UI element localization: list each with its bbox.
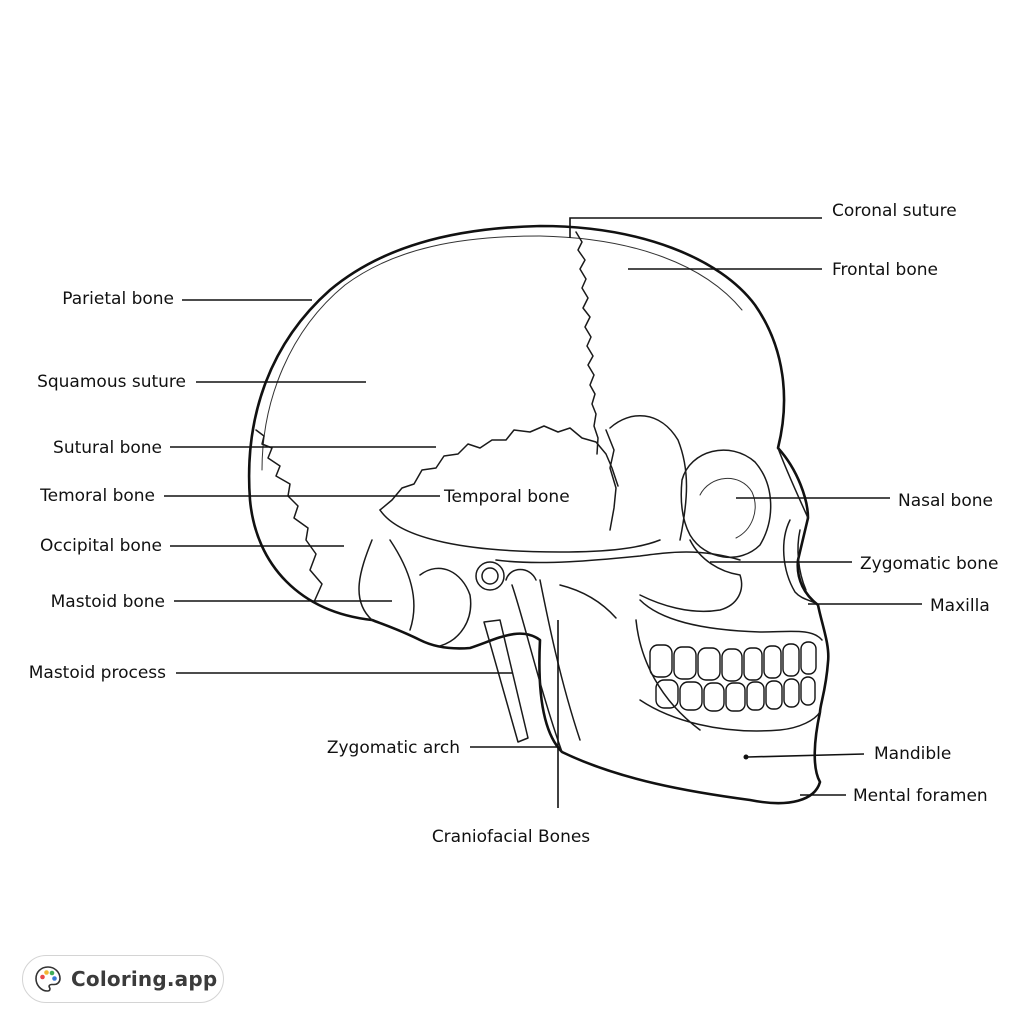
coronal-suture-line	[575, 231, 599, 455]
mandible-condyle	[505, 568, 617, 619]
upper-tooth	[782, 643, 800, 677]
cranium-inner-rim	[261, 235, 743, 471]
skull-illustration	[247, 224, 830, 805]
lower-tooth	[783, 678, 800, 708]
mandible-ramus	[511, 579, 581, 753]
ear-canal-inner	[481, 567, 499, 585]
leader-mandible	[747, 753, 865, 758]
label-maxilla: Maxilla	[930, 596, 990, 616]
label-parietal-bone: Parietal bone	[62, 289, 174, 309]
orbit-outline	[680, 449, 772, 559]
label-zygomatic-bone: Zygomatic bone	[860, 554, 998, 574]
upper-tooth	[649, 644, 673, 678]
lower-teeth	[655, 676, 816, 712]
label-mastoid-bone: Mastoid bone	[51, 592, 165, 612]
upper-teeth	[649, 641, 817, 682]
lower-tooth	[725, 682, 746, 712]
label-temoral-bone: Temoral bone	[39, 486, 155, 506]
sphenoid-region	[605, 415, 688, 541]
cranium-outline	[247, 224, 830, 805]
label-mastoid-process: Mastoid process	[29, 663, 166, 683]
upper-tooth	[763, 645, 782, 679]
ear-canal-outer	[475, 561, 505, 591]
lower-tooth	[703, 682, 725, 712]
brand-name: Coloring.app	[71, 967, 218, 991]
palette-color-dot	[40, 974, 45, 980]
label-coronal-suture: Coronal suture	[832, 201, 957, 221]
palette-color-dot	[44, 970, 49, 975]
lower-tooth	[800, 676, 816, 706]
zygomatic-bone-shape	[639, 539, 743, 613]
upper-tooth	[743, 647, 763, 681]
temporal-plate	[379, 509, 661, 553]
nasal-bone-line	[777, 447, 809, 519]
lower-tooth	[655, 679, 679, 709]
lower-tooth	[746, 681, 765, 711]
palette-icon	[35, 966, 61, 992]
maxilla-shape	[639, 599, 823, 641]
upper-tooth	[673, 646, 697, 680]
upper-tooth	[721, 648, 743, 682]
label-mental-foramen: Mental foramen	[853, 786, 988, 806]
label-occipital-bone: Occipital bone	[40, 536, 162, 556]
lower-tooth	[765, 680, 783, 710]
labels: Coronal suture Frontal bone Parietal bon…	[29, 201, 999, 847]
label-nasal-bone: Nasal bone	[898, 491, 993, 511]
squamous-suture-line	[379, 425, 619, 511]
lambdoid-suture-line	[255, 429, 323, 603]
leader-coronal-suture	[569, 217, 822, 238]
upper-tooth	[697, 647, 721, 681]
zygomatic-arch-upper	[495, 551, 741, 564]
label-squamous-suture: Squamous suture	[37, 372, 186, 392]
label-zygomatic-arch: Zygomatic arch	[327, 738, 460, 758]
mandible-body	[635, 619, 821, 732]
mental-foramen-dot	[743, 754, 749, 760]
label-mandible: Mandible	[874, 744, 951, 764]
lower-tooth	[679, 681, 703, 711]
label-temporal-bone: Temporal bone	[443, 487, 570, 507]
orbit-inner	[699, 477, 756, 539]
styloid-process	[483, 619, 529, 743]
nasal-aperture	[782, 519, 819, 606]
upper-tooth	[800, 641, 817, 675]
label-sutural-bone: Sutural bone	[53, 438, 162, 458]
palette-color-dot	[49, 970, 55, 976]
label-frontal-bone: Frontal bone	[832, 260, 938, 280]
brand-badge[interactable]: Coloring.app	[22, 955, 224, 1003]
leader-lines	[164, 217, 922, 808]
palette-color-dot	[52, 976, 57, 981]
mastoid-region	[358, 539, 472, 647]
diagram-title: Craniofacial Bones	[432, 827, 590, 847]
